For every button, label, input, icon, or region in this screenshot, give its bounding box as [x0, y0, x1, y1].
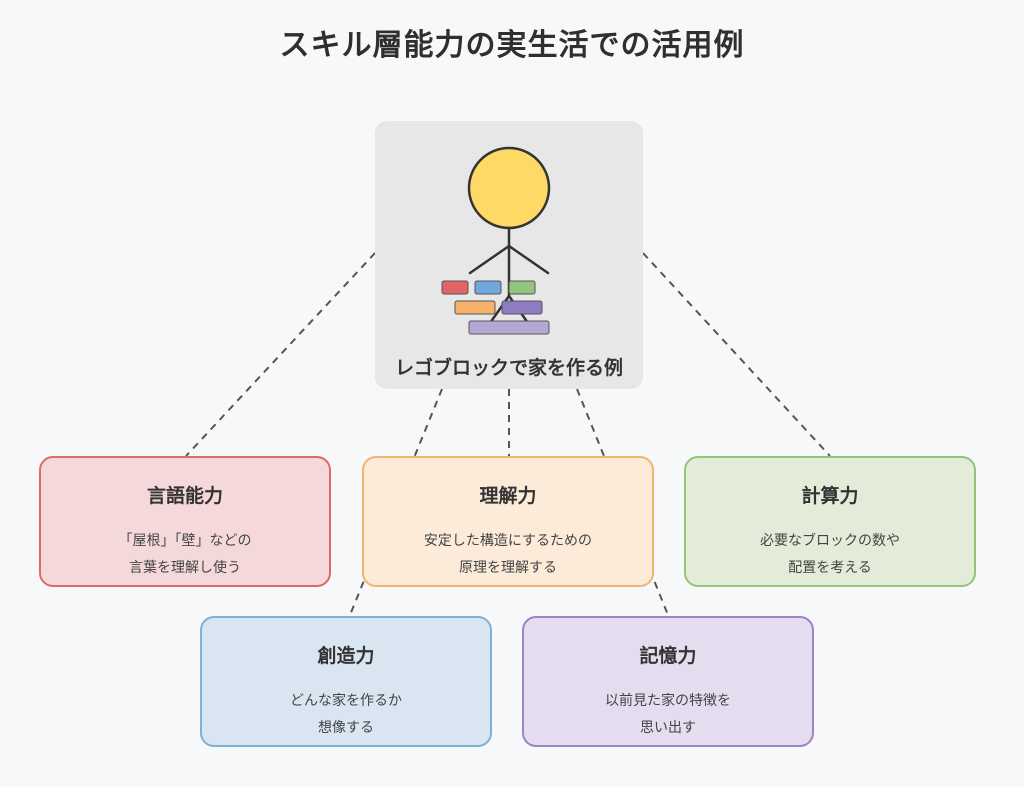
lego-block-lavender [468, 320, 550, 335]
skill-description: 安定した構造にするための 原理を理解する [364, 528, 652, 582]
skill-description: 「屋根」「壁」などの 言葉を理解し使う [41, 528, 329, 582]
figure-left-arm [468, 244, 511, 275]
skill-card-creativity: 創造力 どんな家を作るか 想像する [200, 616, 492, 747]
figure-head [467, 146, 551, 230]
page-title: スキル層能力の実生活での活用例 [279, 28, 745, 63]
lego-block-blue [474, 280, 502, 295]
skill-description-line: 以前見た家の特徴を [605, 693, 731, 709]
connector-language [185, 252, 376, 457]
skill-card-language: 言語能力 「屋根」「壁」などの 言葉を理解し使う [39, 456, 331, 587]
skill-name: 理解力 [479, 485, 537, 507]
skill-description: 必要なブロックの数や 配置を考える [686, 528, 974, 582]
lego-block-purple [501, 300, 543, 315]
skill-description-line: 「屋根」「壁」などの [118, 533, 252, 549]
skill-card-memory: 記憶力 以前見た家の特徴を 思い出す [522, 616, 814, 747]
skill-name: 計算力 [801, 485, 859, 507]
skill-name: 言語能力 [146, 485, 223, 507]
skill-description: 以前見た家の特徴を 思い出す [524, 688, 812, 742]
center-example-label: レゴブロックで家を作る例 [394, 357, 623, 379]
skill-name: 創造力 [317, 645, 375, 667]
skill-description-line: どんな家を作るか [290, 693, 402, 709]
lego-block-orange [454, 300, 496, 315]
skill-description-line: 思い出す [640, 720, 696, 736]
skill-description-line: 原理を理解する [459, 560, 557, 576]
skill-description: どんな家を作るか 想像する [202, 688, 490, 742]
figure-right-arm [507, 244, 550, 275]
skill-description-line: 安定した構造にするための [423, 533, 593, 549]
skill-description-line: 必要なブロックの数や [760, 533, 900, 549]
lego-block-green [508, 280, 536, 295]
skill-card-calculation: 計算力 必要なブロックの数や 配置を考える [684, 456, 976, 587]
skill-description-line: 想像する [318, 720, 374, 736]
skill-card-understanding: 理解力 安定した構造にするための 原理を理解する [362, 456, 654, 587]
stick-figure-with-blocks-icon [441, 146, 551, 335]
connector-calculation [642, 252, 831, 457]
lego-block-red [441, 280, 469, 295]
center-example-card: レゴブロックで家を作る例 [375, 121, 643, 389]
skill-description-line: 言葉を理解し使う [129, 560, 241, 576]
skill-name: 記憶力 [639, 645, 697, 667]
skill-description-line: 配置を考える [788, 560, 872, 576]
